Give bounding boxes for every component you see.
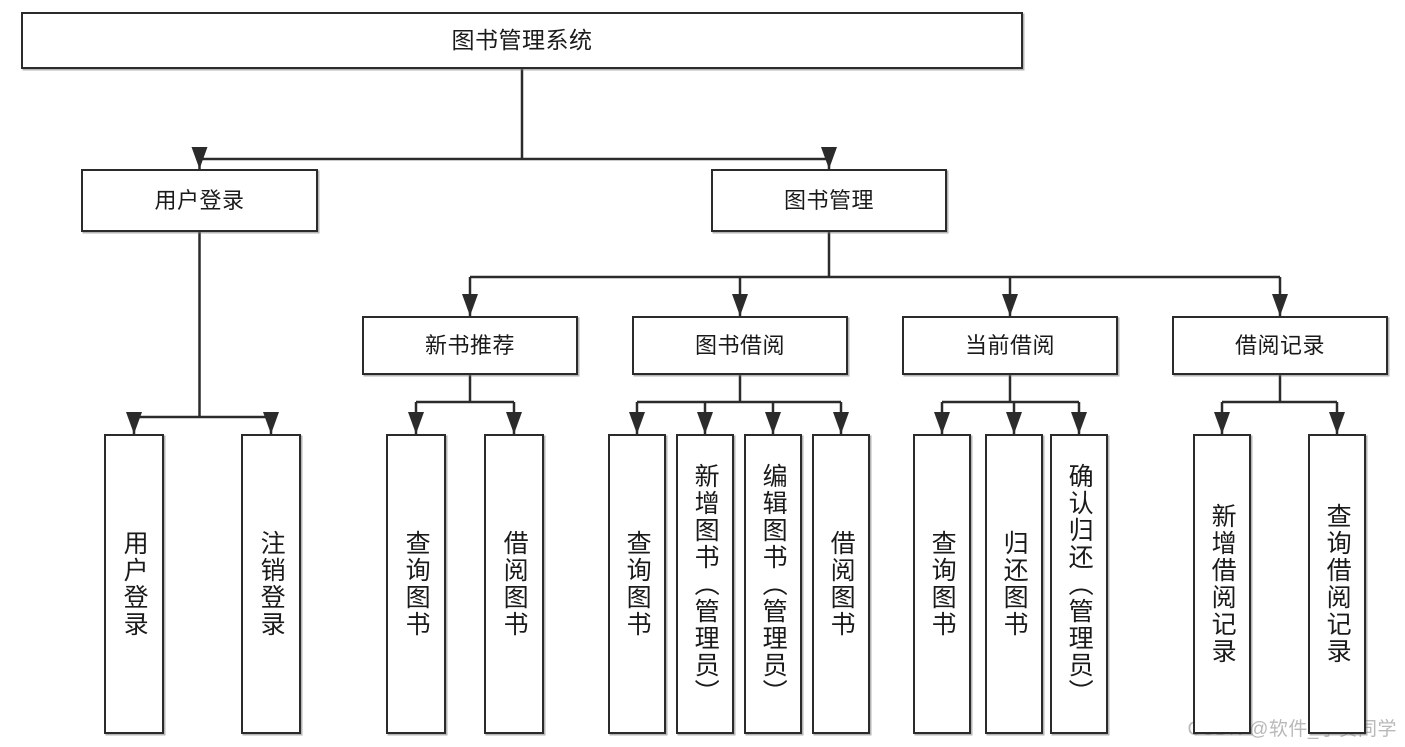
- node-label: 归还图书: [1000, 530, 1029, 638]
- edge-arrowhead: [462, 294, 478, 316]
- edge-arrowhead: [263, 412, 279, 434]
- node-label: 查询借阅记录: [1323, 503, 1352, 665]
- node-label: 编辑图书（管理员）: [759, 462, 788, 706]
- node-leaf-borrow-book[interactable]: 借阅图书: [812, 434, 870, 734]
- edge-arrowhead: [697, 412, 713, 434]
- node-new-book-recommend[interactable]: 新书推荐: [362, 316, 578, 375]
- node-label: 图书管理系统: [451, 26, 593, 53]
- edge-arrowhead: [1214, 412, 1230, 434]
- node-label: 查询图书: [623, 530, 652, 638]
- node-label: 查询图书: [402, 530, 431, 638]
- node-leaf-return-book[interactable]: 归还图书: [985, 434, 1043, 734]
- node-label: 新书推荐: [424, 332, 515, 358]
- edge-arrowhead: [126, 412, 142, 434]
- node-label: 新增图书（管理员）: [691, 462, 720, 706]
- node-label: 查询图书: [928, 530, 957, 638]
- node-label: 当前借阅: [964, 332, 1055, 358]
- node-leaf-logout[interactable]: 注销登录: [241, 434, 301, 734]
- node-label: 新增借阅记录: [1208, 503, 1237, 665]
- edge-arrowhead: [821, 147, 837, 169]
- edge-arrowhead: [1071, 412, 1087, 434]
- edge-arrowhead: [1329, 412, 1345, 434]
- node-book-manage[interactable]: 图书管理: [711, 169, 947, 232]
- node-borrow-record[interactable]: 借阅记录: [1172, 316, 1388, 375]
- node-user-login[interactable]: 用户登录: [81, 169, 318, 232]
- edge-arrowhead: [1006, 412, 1022, 434]
- node-leaf-confirm-return[interactable]: 确认归还（管理员）: [1050, 434, 1108, 734]
- node-label: 用户登录: [154, 187, 245, 213]
- node-leaf-query-borrow-record[interactable]: 查询借阅记录: [1308, 434, 1366, 734]
- node-label: 借阅图书: [827, 530, 856, 638]
- node-label: 注销登录: [257, 530, 286, 638]
- node-leaf-edit-book[interactable]: 编辑图书（管理员）: [744, 434, 802, 734]
- node-label: 借阅记录: [1234, 332, 1325, 358]
- edge-arrowhead: [506, 412, 522, 434]
- edge-arrowhead: [765, 412, 781, 434]
- edge-arrowhead: [732, 294, 748, 316]
- edge-arrowhead: [191, 147, 208, 169]
- node-leaf-add-borrow-record[interactable]: 新增借阅记录: [1193, 434, 1251, 734]
- node-book-borrow[interactable]: 图书借阅: [632, 316, 848, 375]
- node-label: 用户登录: [120, 530, 149, 638]
- node-current-borrow[interactable]: 当前借阅: [902, 316, 1118, 375]
- node-leaf-query-book-current[interactable]: 查询图书: [913, 434, 971, 734]
- edge-arrowhead: [934, 412, 950, 434]
- node-label: 图书管理: [783, 187, 874, 213]
- edge-arrowhead: [408, 412, 424, 434]
- node-label: 借阅图书: [500, 530, 529, 638]
- node-label: 确认归还（管理员）: [1065, 462, 1094, 706]
- node-leaf-query-book-borrow[interactable]: 查询图书: [608, 434, 666, 734]
- node-root[interactable]: 图书管理系统: [21, 12, 1023, 69]
- node-leaf-user-login[interactable]: 用户登录: [104, 434, 164, 734]
- node-leaf-borrow-book-recommend[interactable]: 借阅图书: [484, 434, 544, 734]
- node-leaf-query-book-recommend[interactable]: 查询图书: [386, 434, 446, 734]
- edge-arrowhead: [1272, 294, 1288, 316]
- edge-arrowhead: [833, 412, 849, 434]
- node-leaf-add-book[interactable]: 新增图书（管理员）: [676, 434, 734, 734]
- node-label: 图书借阅: [694, 332, 785, 358]
- edge-arrowhead: [1002, 294, 1018, 316]
- edge-arrowhead: [629, 412, 645, 434]
